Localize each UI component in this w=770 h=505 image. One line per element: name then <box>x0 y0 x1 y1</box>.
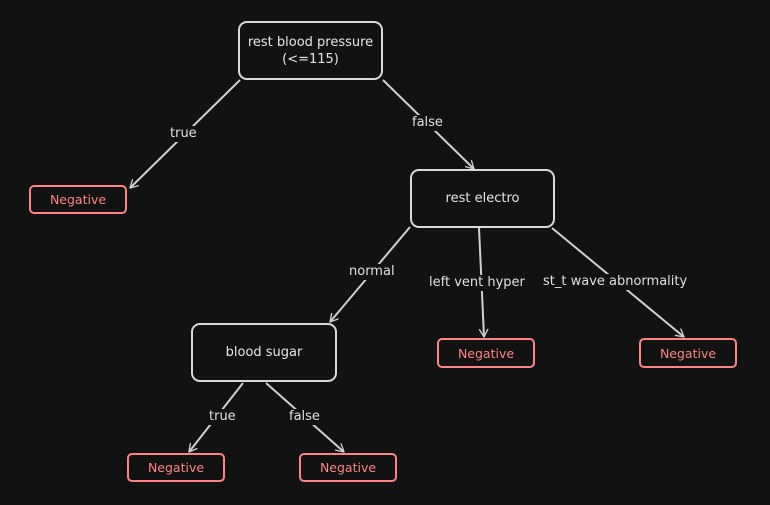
leaf-negative-bs-true: Negative <box>127 453 225 482</box>
node-rest-blood-pressure: rest blood pressure (<=115) <box>238 21 383 80</box>
leaf-negative-left-vent: Negative <box>437 338 535 368</box>
leaf-negative-st-t: Negative <box>639 338 737 368</box>
node-rest-blood-pressure-line1: rest blood pressure <box>247 34 374 50</box>
edge-label-electro-left-vent: left vent hyper <box>427 275 527 291</box>
leaf-negative-label: Negative <box>319 460 377 475</box>
edge-label-root-true: true <box>168 126 199 142</box>
leaf-negative-label: Negative <box>659 345 717 361</box>
leaf-negative-label: Negative <box>49 192 107 207</box>
node-blood-sugar: blood sugar <box>191 323 337 382</box>
node-blood-sugar-label: blood sugar <box>225 345 303 360</box>
leaf-negative-root-true: Negative <box>29 185 127 214</box>
leaf-negative-label: Negative <box>457 345 515 361</box>
leaf-negative-label: Negative <box>147 460 205 475</box>
edge-label-electro-normal: normal <box>347 264 397 280</box>
node-rest-blood-pressure-line2: (<=115) <box>282 51 339 67</box>
edge-label-root-false: false <box>410 115 445 131</box>
edge-label-bs-false: false <box>287 409 322 425</box>
node-rest-electro: rest electro <box>410 169 555 228</box>
node-rest-electro-label: rest electro <box>445 191 520 206</box>
leaf-negative-bs-false: Negative <box>299 453 397 482</box>
edge-label-bs-true: true <box>207 409 238 425</box>
edge-label-electro-st-t: st_t wave abnormality <box>541 274 690 290</box>
